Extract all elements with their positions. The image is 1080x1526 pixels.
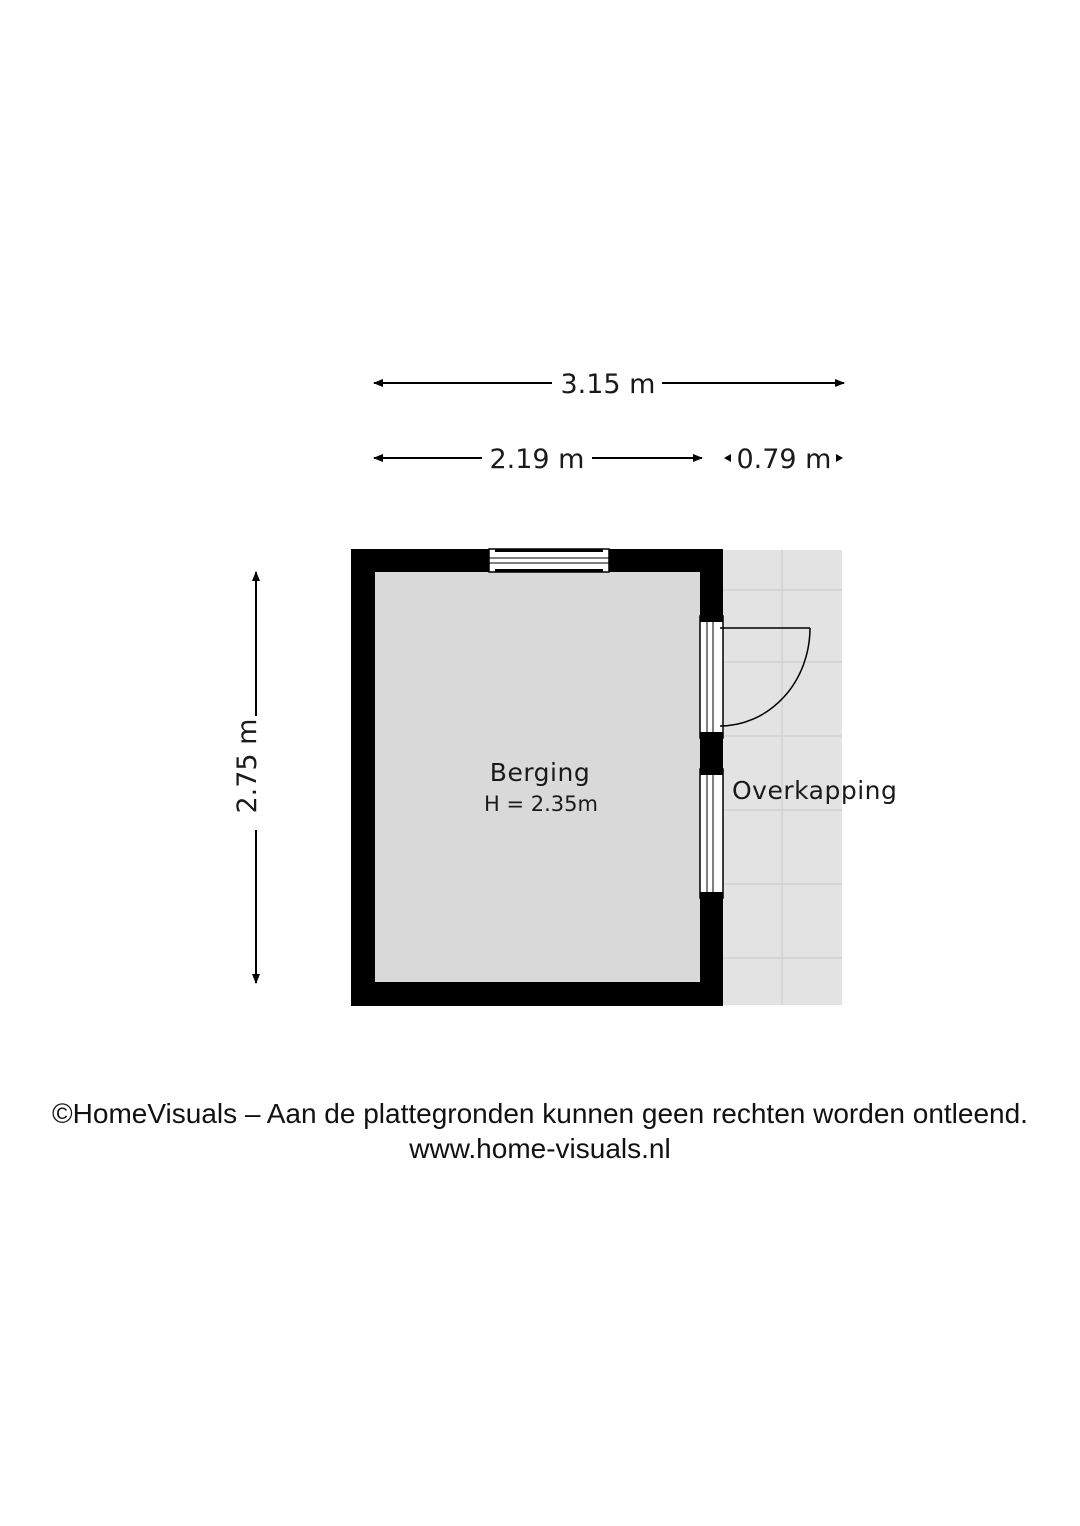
storage-room-floor — [375, 572, 700, 982]
wall-top-left — [351, 549, 489, 572]
canopy-name: Overkapping — [732, 776, 897, 805]
footer-website: www.home-visuals.nl — [409, 1133, 671, 1164]
dimension-overhang-width: 0.79 m — [724, 444, 843, 475]
dimension-total-width-label: 3.15 m — [560, 369, 655, 400]
top-window — [488, 548, 610, 573]
dimension-overhang-width-label: 0.79 m — [736, 444, 831, 475]
dimension-room-width: 2.19 m — [373, 444, 703, 475]
wall-right-middle — [700, 738, 723, 769]
dimension-room-width-label: 2.19 m — [489, 444, 584, 475]
door — [699, 615, 811, 739]
canopy-area — [722, 550, 842, 1005]
wall-left — [351, 549, 375, 1006]
wall-top-right — [609, 549, 723, 572]
dimension-room-depth-label: 2.75 m — [232, 718, 263, 813]
dimension-total-width: 3.15 m — [373, 369, 845, 400]
door-swing-arc — [719, 627, 811, 727]
right-window — [699, 768, 724, 899]
footer-disclaimer: ©HomeVisuals – Aan de plattegronden kunn… — [52, 1098, 1028, 1129]
walls — [351, 549, 723, 1006]
wall-right-bottom — [700, 898, 723, 1006]
storage-room-height: H = 2.35m — [484, 792, 598, 816]
wall-right-top — [700, 549, 723, 616]
dimension-room-depth: 2.75 m — [232, 571, 263, 984]
canopy-tile-lines — [722, 550, 842, 1005]
wall-bottom — [351, 982, 723, 1006]
storage-room-name: Berging — [490, 758, 590, 787]
